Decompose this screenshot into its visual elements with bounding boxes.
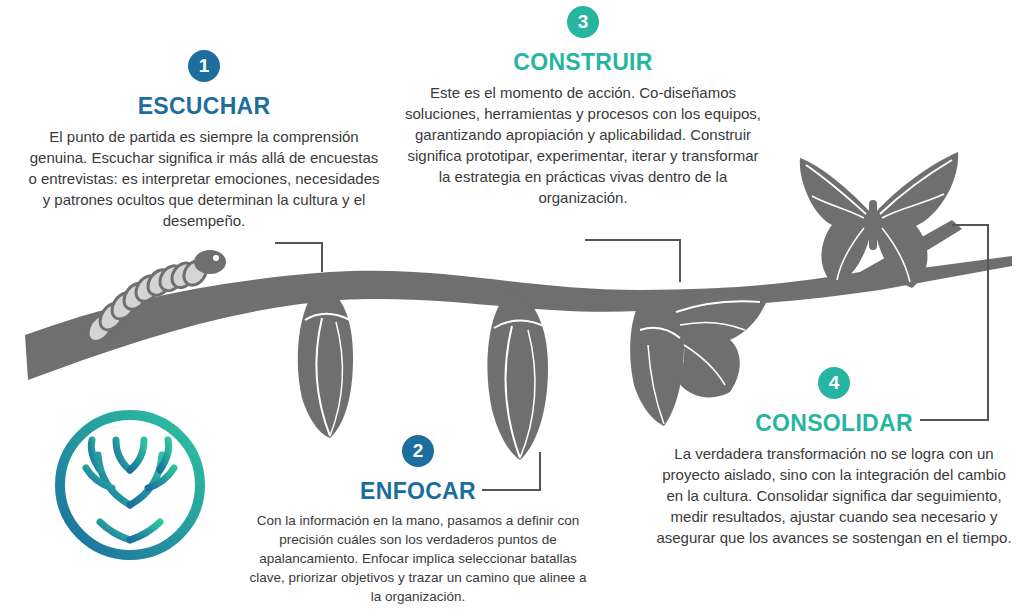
- art-stroke: [672, 292, 768, 397]
- stage-description: Este es el momento de acción. Co-diseñam…: [403, 82, 763, 208]
- stage-description: El punto de partida es siempre la compre…: [24, 126, 384, 231]
- art-stroke: [648, 345, 664, 424]
- art-stroke: [160, 440, 169, 470]
- butterfly: [800, 152, 958, 288]
- art-stroke: [920, 225, 988, 420]
- art-stroke: [680, 322, 745, 330]
- art-stroke: [800, 158, 870, 285]
- logo: [60, 415, 200, 555]
- art-stroke: [812, 196, 864, 218]
- art-stroke: [684, 345, 725, 385]
- art-stroke: [882, 228, 910, 282]
- art-stroke: [520, 330, 535, 458]
- stage-description: La verdadera transformación no se logra …: [652, 443, 1016, 548]
- stage-heading: ENFOCAR: [243, 477, 593, 505]
- stage-heading: CONSOLIDAR: [652, 409, 1016, 437]
- art-stroke: [880, 160, 952, 214]
- art-stroke: [869, 200, 877, 250]
- stage-block: 2ENFOCAR Con la información en la mano, p…: [243, 435, 593, 606]
- stage-heading: ESCUCHAR: [24, 92, 384, 120]
- stage-description: Con la información en la mano, pasamos a…: [243, 511, 593, 606]
- stage-heading: CONSTRUIR: [403, 48, 763, 76]
- art-stroke: [316, 318, 330, 436]
- art-stroke: [676, 301, 760, 312]
- art-stroke: [506, 326, 520, 458]
- callout-number: 4: [818, 367, 850, 399]
- art-stroke: [91, 440, 100, 470]
- stage-block: 4CONSOLIDAR La verdadera transformación n…: [652, 367, 1016, 548]
- art-stroke: [305, 314, 350, 320]
- chrysalis: [487, 290, 548, 460]
- art-stroke: [494, 321, 547, 329]
- stage-block: 3CONSTRUIR Este es el momento de acción. …: [403, 6, 763, 208]
- art-stroke: [130, 440, 144, 470]
- art-stroke: [882, 194, 944, 218]
- callout-number: 1: [188, 50, 220, 82]
- art-stroke: [60, 415, 200, 555]
- caterpillar-head: [194, 250, 226, 274]
- art-stroke: [837, 228, 864, 280]
- art-stroke: [130, 522, 160, 540]
- art-stroke: [876, 152, 958, 288]
- stage-block: 1ESCUCHAR El punto de partida es siempre …: [24, 50, 384, 231]
- art-stroke: [482, 452, 540, 490]
- art-stroke: [100, 522, 130, 540]
- art-stroke: [275, 243, 322, 272]
- art-stroke: [116, 440, 130, 470]
- chrysalis: [298, 285, 353, 438]
- callout-number: 3: [567, 6, 599, 38]
- art-stroke: [330, 322, 342, 436]
- emerging-butterfly: [630, 292, 768, 426]
- art-stroke: [298, 285, 353, 438]
- caterpillar-eye: [213, 255, 219, 261]
- caterpillar: [83, 250, 226, 346]
- callout-number: 2: [402, 435, 434, 467]
- art-stroke: [487, 290, 548, 460]
- art-stroke: [585, 240, 680, 282]
- art-stroke: [640, 328, 680, 338]
